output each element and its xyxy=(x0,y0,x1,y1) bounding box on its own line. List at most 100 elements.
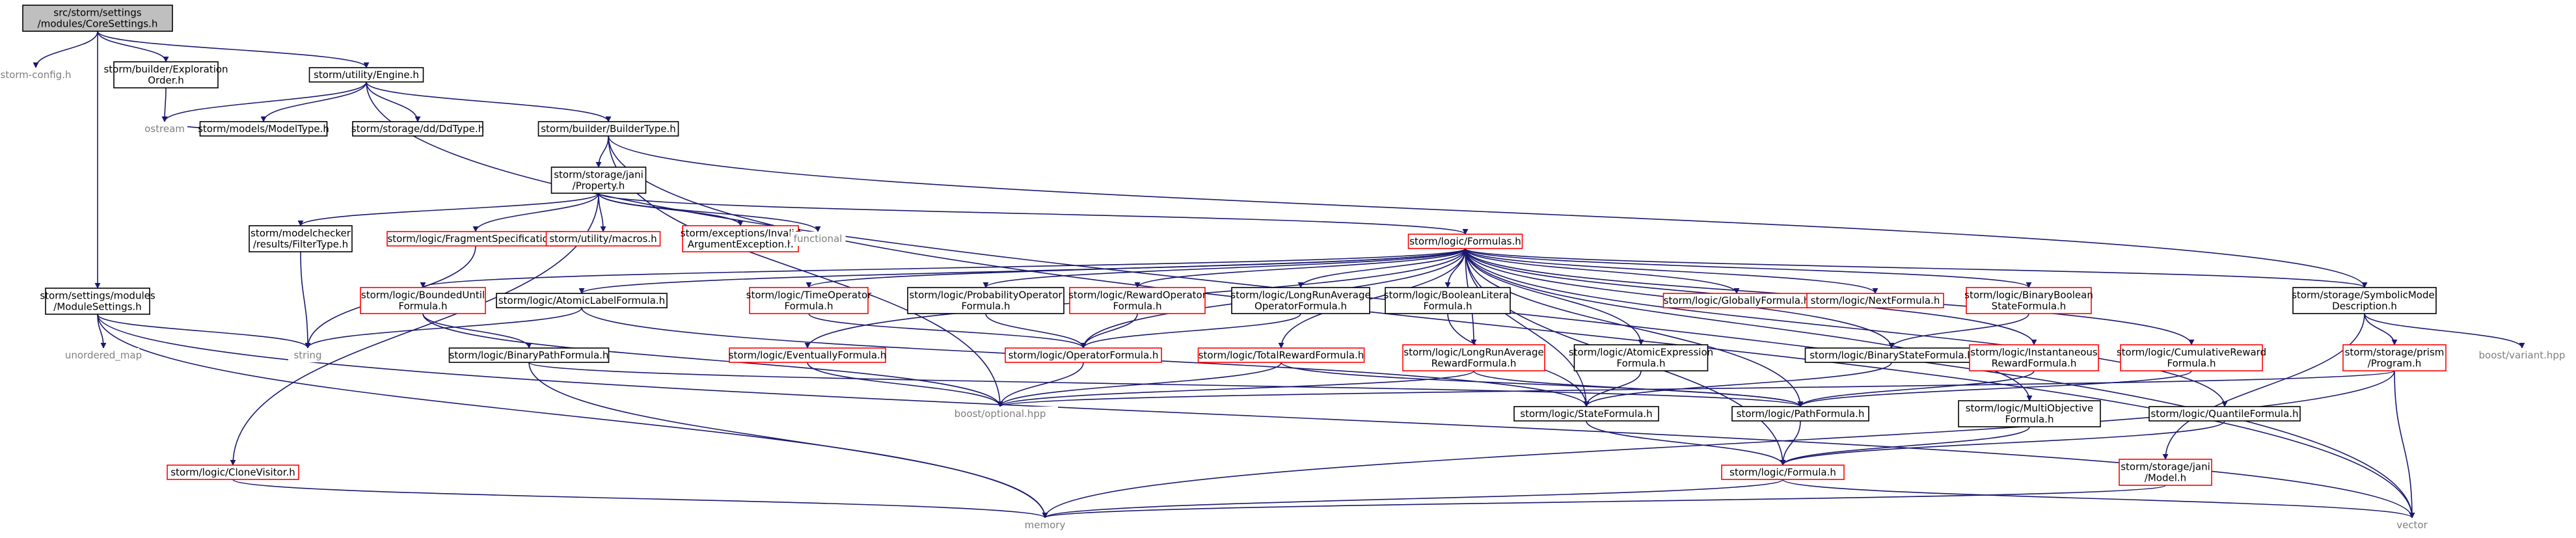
node-label-clonevisitor-0: storm/logic/CloneVisitor.h xyxy=(170,466,295,478)
node-core[interactable]: src/storm/settings/modules/CoreSettings.… xyxy=(22,5,173,32)
edge-buildertype-to-symbolic xyxy=(608,135,2368,288)
node-formulas[interactable]: storm/logic/Formulas.h xyxy=(1407,234,1523,249)
node-clonevisitor[interactable]: storm/logic/CloneVisitor.h xyxy=(167,464,299,480)
edge-quantile-to-formula xyxy=(1780,420,2225,466)
node-modeltype[interactable]: storm/models/ModelType.h xyxy=(198,121,329,137)
node-label-boundeduntil-0: storm/logic/BoundedUntil xyxy=(361,289,485,301)
edge-binarystate-to-stateformula xyxy=(1583,362,1892,407)
node-box-next xyxy=(1806,293,1944,308)
node-box-filtertype xyxy=(249,225,353,252)
edge-symbolic-to-janimodel xyxy=(2162,313,2365,460)
edge-formulas-to-lravgop xyxy=(1297,248,1466,288)
edge-symbolic-to-variant xyxy=(2364,313,2525,349)
node-engine[interactable]: storm/utility/Engine.h xyxy=(308,67,424,83)
node-stateformula[interactable]: storm/logic/StateFormula.h xyxy=(1513,406,1659,422)
node-box-totalreward xyxy=(1197,347,1365,363)
node-formula[interactable]: storm/logic/Formula.h xyxy=(1721,464,1845,480)
edge-eventually-to-optional xyxy=(807,362,1003,407)
node-box-modeltype xyxy=(199,121,328,137)
node-box-optional xyxy=(942,407,1058,421)
edge-formulas-to-totalreward xyxy=(1278,248,1466,349)
node-label-probop-1: Formula.h xyxy=(962,301,1010,312)
node-fragspec[interactable]: storm/logic/FragmentSpecification.h xyxy=(386,231,565,247)
node-label-vector-0: vector xyxy=(2396,519,2428,531)
edge-buildertype-to-property xyxy=(595,135,609,168)
node-box-quantile xyxy=(2149,406,2301,422)
node-eventually[interactable]: storm/logic/EventuallyFormula.h xyxy=(729,347,887,363)
node-label-cumreward-1: Formula.h xyxy=(2167,358,2216,370)
edge-binarypath-to-pathformula xyxy=(528,362,1804,407)
node-label-explorder-0: storm/builder/Exploration xyxy=(103,64,228,75)
node-lravgreward[interactable]: storm/logic/LongRunAverageRewardFormula.… xyxy=(1402,344,1545,371)
edge-buildertype-to-optional xyxy=(608,135,1003,407)
node-lravgop[interactable]: storm/logic/LongRunAverageOperatorFormul… xyxy=(1230,287,1371,314)
node-label-atomicexpr-1: Formula.h xyxy=(1617,358,1666,370)
edge-prism-to-optional xyxy=(997,370,2395,407)
node-label-prism-0: storm/storage/prism xyxy=(2345,347,2445,358)
node-macros[interactable]: storm/utility/macros.h xyxy=(545,231,661,247)
node-memory: memory xyxy=(1022,518,1068,532)
node-binarystate[interactable]: storm/logic/BinaryStateFormula.h xyxy=(1804,347,1979,363)
node-ostream: ostream xyxy=(142,122,187,136)
node-globally[interactable]: storm/logic/GloballyFormula.h xyxy=(1662,293,1811,308)
node-label-operatorf-0: storm/logic/OperatorFormula.h xyxy=(1009,349,1159,361)
node-invalidarg[interactable]: storm/exceptions/InvalidArgumentExceptio… xyxy=(681,225,800,252)
node-janimodel[interactable]: storm/storage/jani/Model.h xyxy=(2119,459,2212,486)
node-pathformula[interactable]: storm/logic/PathFormula.h xyxy=(1731,406,1869,422)
node-box-unordered xyxy=(68,348,139,362)
node-label-binarystate-0: storm/logic/BinaryStateFormula.h xyxy=(1810,349,1973,361)
node-modsettings[interactable]: storm/settings/modules/ModuleSettings.h xyxy=(40,288,156,315)
node-box-stormconfig xyxy=(0,68,75,82)
node-prism[interactable]: storm/storage/prism/Program.h xyxy=(2342,344,2447,371)
node-label-janimodel-1: /Model.h xyxy=(2145,472,2186,484)
node-label-engine-0: storm/utility/Engine.h xyxy=(314,69,419,81)
node-label-ostream-0: ostream xyxy=(144,123,185,135)
dependency-edges xyxy=(33,31,2525,518)
node-label-prism-1: /Program.h xyxy=(2368,358,2422,370)
node-binarypath[interactable]: storm/logic/BinaryPathFormula.h xyxy=(448,347,610,363)
edge-core-to-engine xyxy=(97,31,370,68)
edge-formulas-to-symbolic xyxy=(1465,248,2368,288)
node-quantile[interactable]: storm/logic/QuantileFormula.h xyxy=(2149,406,2301,422)
node-box-macros xyxy=(545,231,661,247)
edge-multiobj-to-formula xyxy=(1780,426,2030,466)
edge-engine-to-modeltype xyxy=(260,81,367,122)
node-label-filtertype-1: /results/FilterType.h xyxy=(253,239,348,250)
node-box-instreward xyxy=(1969,344,2099,371)
node-label-lravgop-0: storm/logic/LongRunAverage xyxy=(1230,289,1370,301)
edge-prism-to-memory xyxy=(1042,370,2395,518)
node-box-rewardop xyxy=(1069,287,1206,314)
edge-totalreward-to-optional xyxy=(997,362,1282,407)
node-ddtype[interactable]: storm/storage/dd/DdType.h xyxy=(351,121,484,137)
node-label-explorder-1: Order.h xyxy=(148,75,184,87)
node-totalreward[interactable]: storm/logic/TotalRewardFormula.h xyxy=(1197,347,1365,363)
node-operatorf[interactable]: storm/logic/OperatorFormula.h xyxy=(1005,347,1162,363)
node-property[interactable]: storm/storage/jani/Property.h xyxy=(550,167,647,194)
node-functional: functional xyxy=(790,232,846,246)
node-next[interactable]: storm/logic/NextFormula.h xyxy=(1806,293,1944,308)
node-buildertype[interactable]: storm/builder/BuilderType.h xyxy=(537,121,679,137)
node-box-cumreward xyxy=(2120,344,2263,371)
edge-engine-to-ostream xyxy=(161,81,367,122)
node-label-rewardop-0: storm/logic/RewardOperator xyxy=(1068,289,1207,301)
node-box-binarypath xyxy=(448,347,610,363)
node-label-atomiclabel-0: storm/logic/AtomicLabelFormula.h xyxy=(498,295,665,306)
node-box-operatorf xyxy=(1005,347,1162,363)
edge-cumreward-to-pathformula xyxy=(1797,370,2192,407)
node-label-optional-0: boost/optional.hpp xyxy=(955,408,1046,420)
node-atomiclabel[interactable]: storm/logic/AtomicLabelFormula.h xyxy=(496,293,668,308)
edge-formulas-to-probop xyxy=(983,248,1466,288)
node-filtertype[interactable]: storm/modelchecker/results/FilterType.h xyxy=(249,225,353,252)
